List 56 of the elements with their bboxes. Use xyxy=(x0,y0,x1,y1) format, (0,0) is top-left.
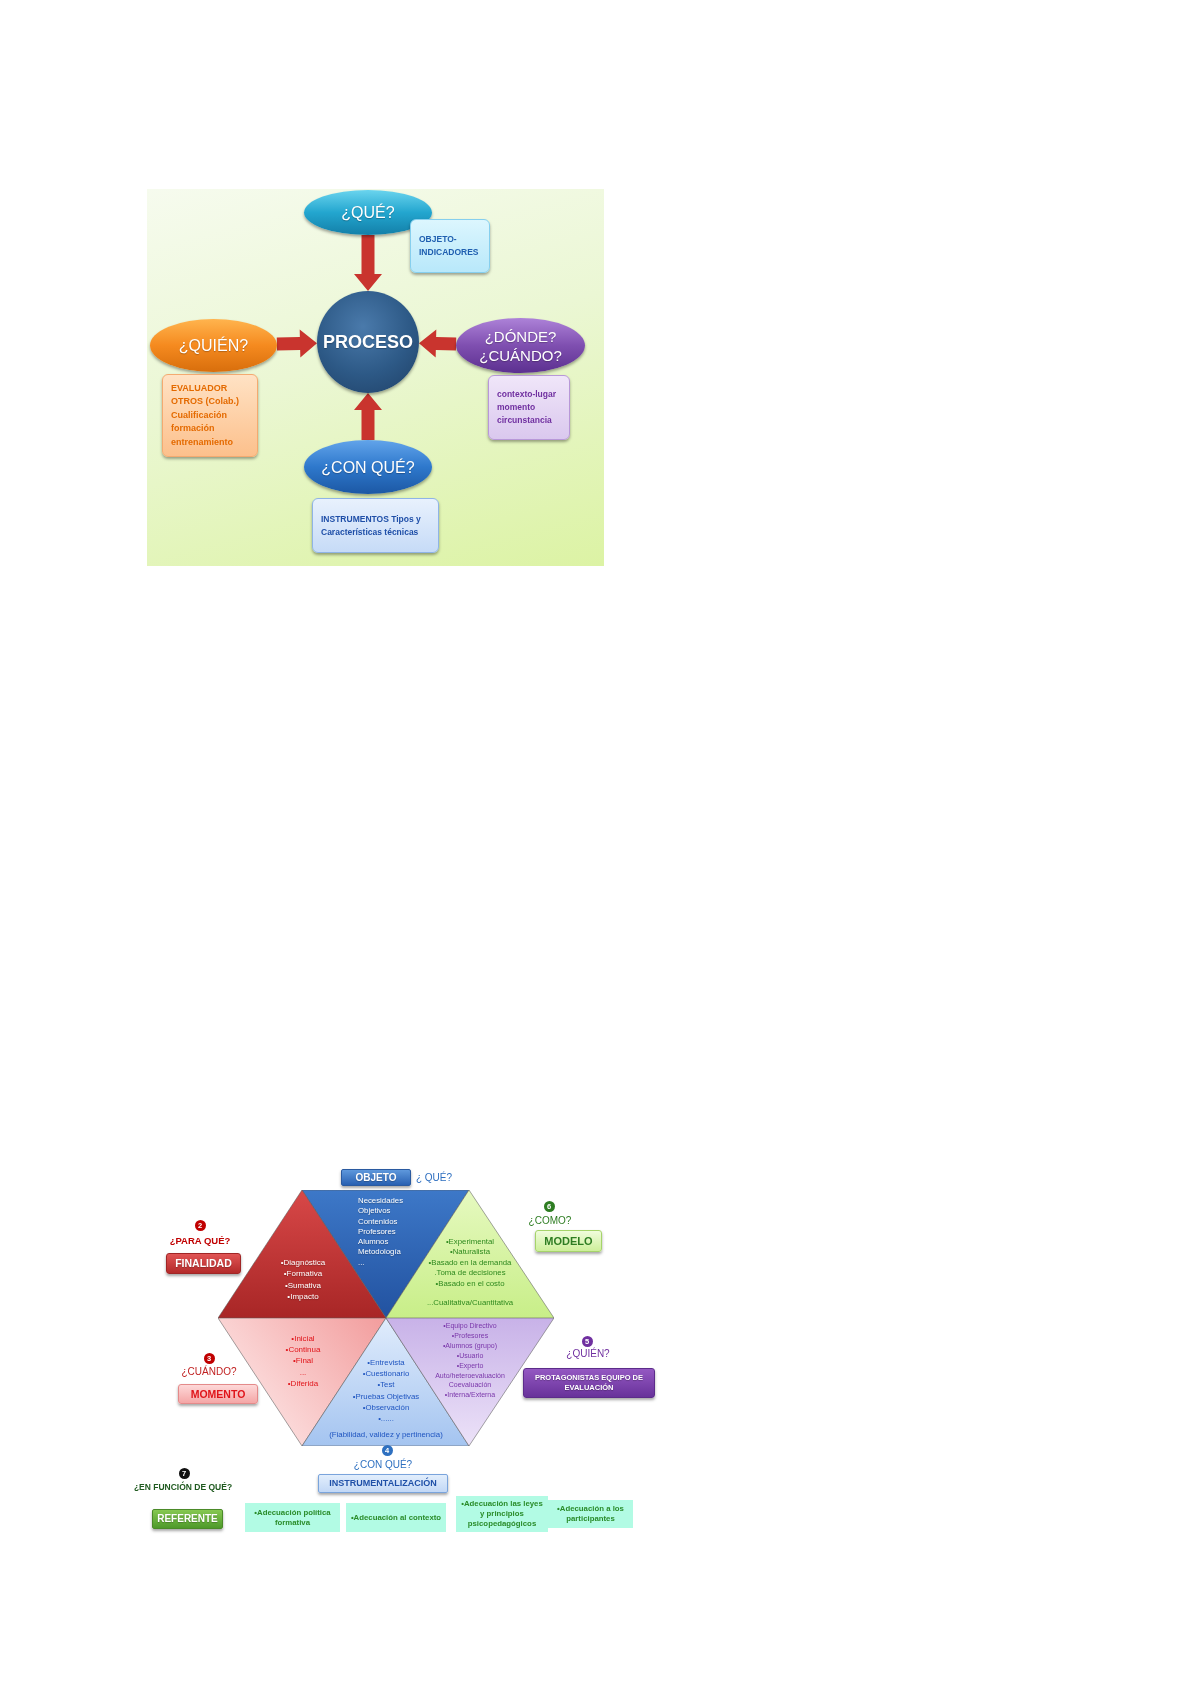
list-item: momento xyxy=(497,401,536,414)
question-text: ¿EN FUNCIÓN DE QUÉ? xyxy=(133,1482,233,1492)
arrow xyxy=(419,329,457,358)
question-text: ¿CON QUÉ? xyxy=(321,457,415,477)
question-text: ¿PARA QUÉ? xyxy=(169,1234,231,1246)
category-box xyxy=(341,1169,411,1186)
question-text: ¿QUIÉN? xyxy=(178,336,249,355)
category-label: OBJETO xyxy=(355,1171,397,1184)
arrow xyxy=(354,393,382,440)
list-item: •Sumativa xyxy=(284,1279,322,1291)
list-item: formación xyxy=(171,422,215,436)
list-item: entrenamiento xyxy=(171,435,233,449)
criterion-box xyxy=(346,1503,446,1532)
question-text: ¿DÓNDE? xyxy=(484,326,557,346)
list-item: •Formativa xyxy=(283,1268,323,1280)
category-label: MODELO xyxy=(544,1234,593,1248)
category-box xyxy=(166,1253,241,1274)
question-text: ¿QUÉ? xyxy=(341,203,395,222)
note-text: OBJETO-INDICADORES xyxy=(419,233,480,259)
note-box xyxy=(162,374,258,457)
question-text: ¿ QUÉ? xyxy=(415,1172,453,1184)
category-box xyxy=(318,1474,448,1493)
question-text: ¿CUÁNDO? xyxy=(479,345,562,365)
category-label: MOMENTO xyxy=(190,1387,246,1401)
category-box xyxy=(152,1509,223,1529)
category-box xyxy=(178,1384,258,1404)
process-label: PROCESO xyxy=(323,331,413,353)
category-box xyxy=(535,1230,602,1252)
category-label: FINALIDAD xyxy=(175,1257,232,1270)
list-item: •Diferida xyxy=(287,1377,319,1389)
question-text: ¿COMO? xyxy=(528,1215,572,1227)
question-text: ¿CON QUÉ? xyxy=(353,1459,413,1471)
category-box xyxy=(523,1368,655,1398)
arrow xyxy=(354,235,382,291)
list-item: EVALUADOR xyxy=(171,381,228,395)
list-item: •Final xyxy=(292,1355,314,1367)
note-text: INSTRUMENTOS Tipos y Características técnicas xyxy=(321,512,422,539)
list-item: OTROS (Colab.) xyxy=(171,395,239,409)
list-item: Cualificación xyxy=(171,408,227,422)
question-text: ¿QUIÉN? xyxy=(566,1348,610,1360)
criterion-box xyxy=(548,1500,633,1528)
note-box xyxy=(410,219,490,273)
list-item: •Impacto xyxy=(287,1290,319,1303)
list-item: •Inicial xyxy=(291,1333,315,1345)
list-item: contexto-lugar xyxy=(497,388,557,401)
criterion-box xyxy=(245,1503,340,1532)
list-item: •Diagnóstica xyxy=(280,1257,326,1269)
arrow xyxy=(276,329,317,358)
list-item: circunstancia xyxy=(497,414,552,427)
question-text: ¿CUÁNDO? xyxy=(181,1366,237,1378)
category-label: INSTRUMENTALIZACIÓN xyxy=(329,1478,437,1489)
list-item: ... xyxy=(299,1366,307,1378)
category-label: REFERENTE xyxy=(157,1513,218,1525)
list-item: •Continua xyxy=(285,1344,321,1356)
note-box xyxy=(488,375,570,440)
note-box xyxy=(312,498,439,553)
